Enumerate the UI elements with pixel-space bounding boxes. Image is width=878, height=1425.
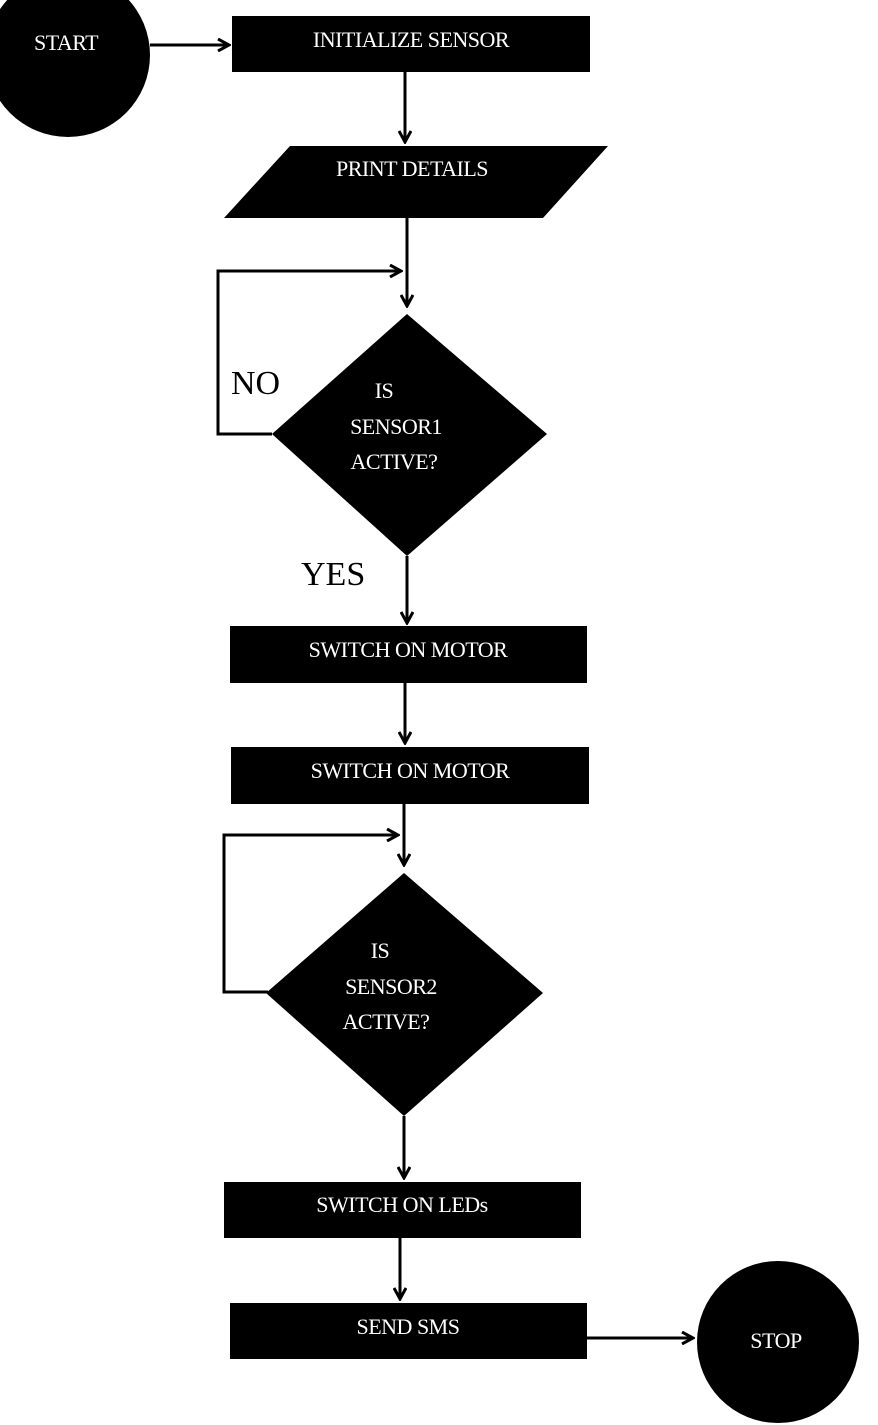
decision2-line1: IS xyxy=(371,938,390,963)
switch-on-leds-process xyxy=(224,1182,581,1238)
stop-node xyxy=(697,1261,859,1423)
print-details-io xyxy=(224,146,608,218)
print-details-label: PRINT DETAILS xyxy=(336,156,488,181)
send-sms-process xyxy=(230,1303,587,1359)
start-node xyxy=(0,0,150,137)
stop-label: STOP xyxy=(750,1328,802,1353)
initialize-sensor-process xyxy=(232,16,590,72)
switch-on-motor-1-label: SWITCH ON MOTOR xyxy=(309,637,508,662)
switch-on-motor-2-label: SWITCH ON MOTOR xyxy=(311,758,510,783)
sensor2-decision xyxy=(266,873,543,1116)
edge-decision1-no-loop xyxy=(216,271,400,436)
switch-on-motor-1-process xyxy=(230,626,587,683)
decision1-line1: IS xyxy=(375,378,394,403)
yes-label: YES xyxy=(301,556,365,593)
switch-on-motor-2-process xyxy=(231,747,589,804)
start-label: START xyxy=(34,30,99,55)
send-sms-label: SEND SMS xyxy=(357,1314,460,1339)
decision2-line3: ACTIVE? xyxy=(343,1009,430,1034)
edge-decision2-no-loop xyxy=(222,835,397,994)
decision2-line2: SENSOR2 xyxy=(345,974,437,999)
decision1-line2: SENSOR1 xyxy=(350,414,442,439)
switch-on-leds-label: SWITCH ON LEDs xyxy=(316,1192,487,1217)
decision1-line3: ACTIVE? xyxy=(351,449,438,474)
initialize-sensor-label: INITIALIZE SENSOR xyxy=(313,27,510,52)
no-label: NO xyxy=(231,365,280,402)
sensor1-decision xyxy=(272,314,547,556)
